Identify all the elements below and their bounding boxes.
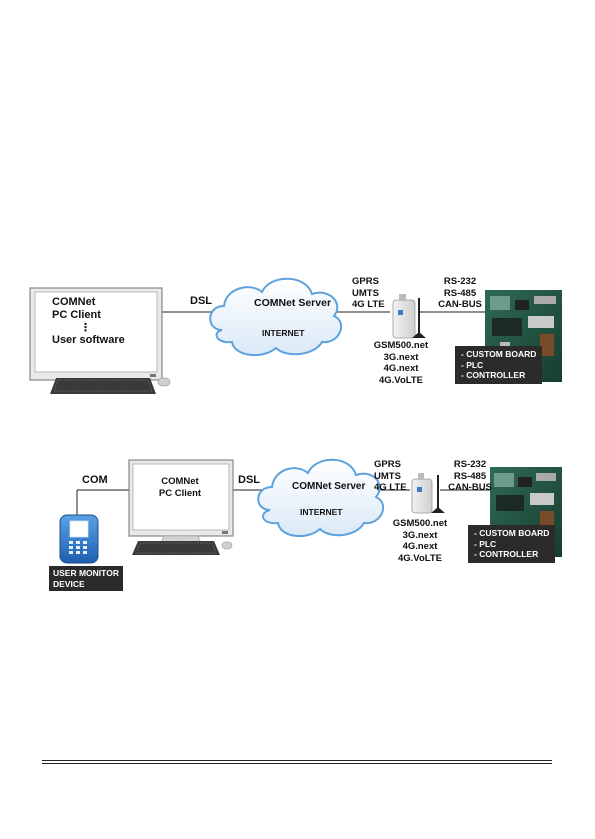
serial-canbus: CAN-BUS — [438, 299, 482, 310]
pc-line-comnet: COMNet — [52, 296, 96, 308]
gsm-modem-icon — [392, 294, 426, 339]
user-monitor-device-icon — [59, 514, 99, 564]
modem-4g-volte: 4G.VoLTE — [379, 374, 423, 386]
pc-line-dots: ⋮ — [80, 322, 91, 334]
dsl-label: DSL — [190, 295, 212, 307]
device-label-line1: USER MONITOR — [53, 568, 119, 578]
pc-client-text: COMNet PC Client — [150, 476, 210, 500]
radio-gprs: GPRS — [352, 276, 379, 287]
internet-cloud-icon — [209, 277, 343, 357]
radio-labels: GPRS UMTS 4G LTE — [374, 459, 407, 494]
pc-line-pc-client: PC Client — [52, 309, 101, 321]
serial-labels: RS-232 RS-485 CAN-BUS — [442, 459, 498, 494]
modem-4g-volte: 4G.VoLTE — [398, 552, 442, 564]
radio-umts: UMTS — [352, 287, 379, 299]
radio-labels: GPRS UMTS 4G LTE — [352, 276, 385, 311]
serial-rs485: RS-485 — [453, 470, 487, 482]
pc-line-comnet: COMNet — [161, 476, 199, 487]
radio-umts: UMTS — [374, 470, 401, 482]
cloud-title: COMNet Server — [292, 481, 366, 492]
pc-monitor-icon — [128, 459, 234, 546]
serial-rs232: RS-232 — [453, 459, 487, 470]
internet-cloud-icon — [257, 458, 385, 538]
modem-labels: GSM500.net 3G.next 4G.next 4G.VoLTE — [385, 518, 455, 564]
keyboard-icon — [50, 377, 171, 394]
board-controller: - CONTROLLER — [474, 549, 539, 559]
modem-3g-next: 3G.next — [383, 351, 419, 363]
cloud-title: COMNet Server — [254, 297, 332, 309]
serial-rs485: RS-485 — [443, 287, 477, 299]
board-types-box: - CUSTOM BOARD - PLC - CONTROLLER — [468, 525, 556, 563]
dsl-label: DSL — [238, 474, 260, 486]
serial-canbus: CAN-BUS — [448, 482, 492, 493]
user-monitor-device-label: USER MONITOR DEVICE — [49, 566, 123, 591]
cloud-subtitle: INTERNET — [300, 507, 343, 517]
board-types-box: - CUSTOM BOARD - PLC - CONTROLLER — [455, 346, 543, 384]
cloud-subtitle: INTERNET — [262, 328, 305, 338]
modem-4g-next: 4G.next — [383, 363, 419, 374]
modem-gsm500: GSM500.net — [373, 340, 429, 351]
board-custom: - CUSTOM BOARD — [474, 528, 550, 538]
footer-rule-thin — [42, 763, 552, 764]
serial-labels: RS-232 RS-485 CAN-BUS — [432, 276, 488, 311]
footer-rule — [42, 760, 552, 761]
radio-gprs: GPRS — [374, 459, 401, 470]
pc-line-user-software: User software — [52, 334, 125, 346]
modem-4g-next: 4G.next — [402, 541, 438, 552]
modem-3g-next: 3G.next — [402, 529, 438, 541]
com-label: COM — [82, 474, 108, 486]
modem-gsm500: GSM500.net — [392, 518, 448, 529]
radio-4g-lte: 4G LTE — [374, 482, 407, 493]
modem-labels: GSM500.net 3G.next 4G.next 4G.VoLTE — [366, 340, 436, 386]
board-controller: - CONTROLLER — [461, 370, 526, 380]
radio-4g-lte: 4G LTE — [352, 299, 385, 310]
gsm-modem-icon — [411, 473, 445, 514]
board-plc: - PLC — [474, 538, 497, 549]
diagram-local-monitor-device: COM COMNet PC Client DSL COMNet Server I… — [0, 455, 595, 600]
board-plc: - PLC — [461, 359, 484, 370]
diagram-remote-pc-client: COMNet PC Client ⋮ User software DSL COM… — [0, 270, 595, 410]
pc-client-text: COMNet PC Client ⋮ User software — [52, 296, 125, 347]
keyboard-icon — [132, 541, 233, 555]
pc-line-pc-client: PC Client — [158, 488, 202, 499]
serial-rs232: RS-232 — [443, 276, 477, 287]
device-label-line2: DEVICE — [53, 578, 85, 589]
board-custom: - CUSTOM BOARD — [461, 349, 537, 359]
